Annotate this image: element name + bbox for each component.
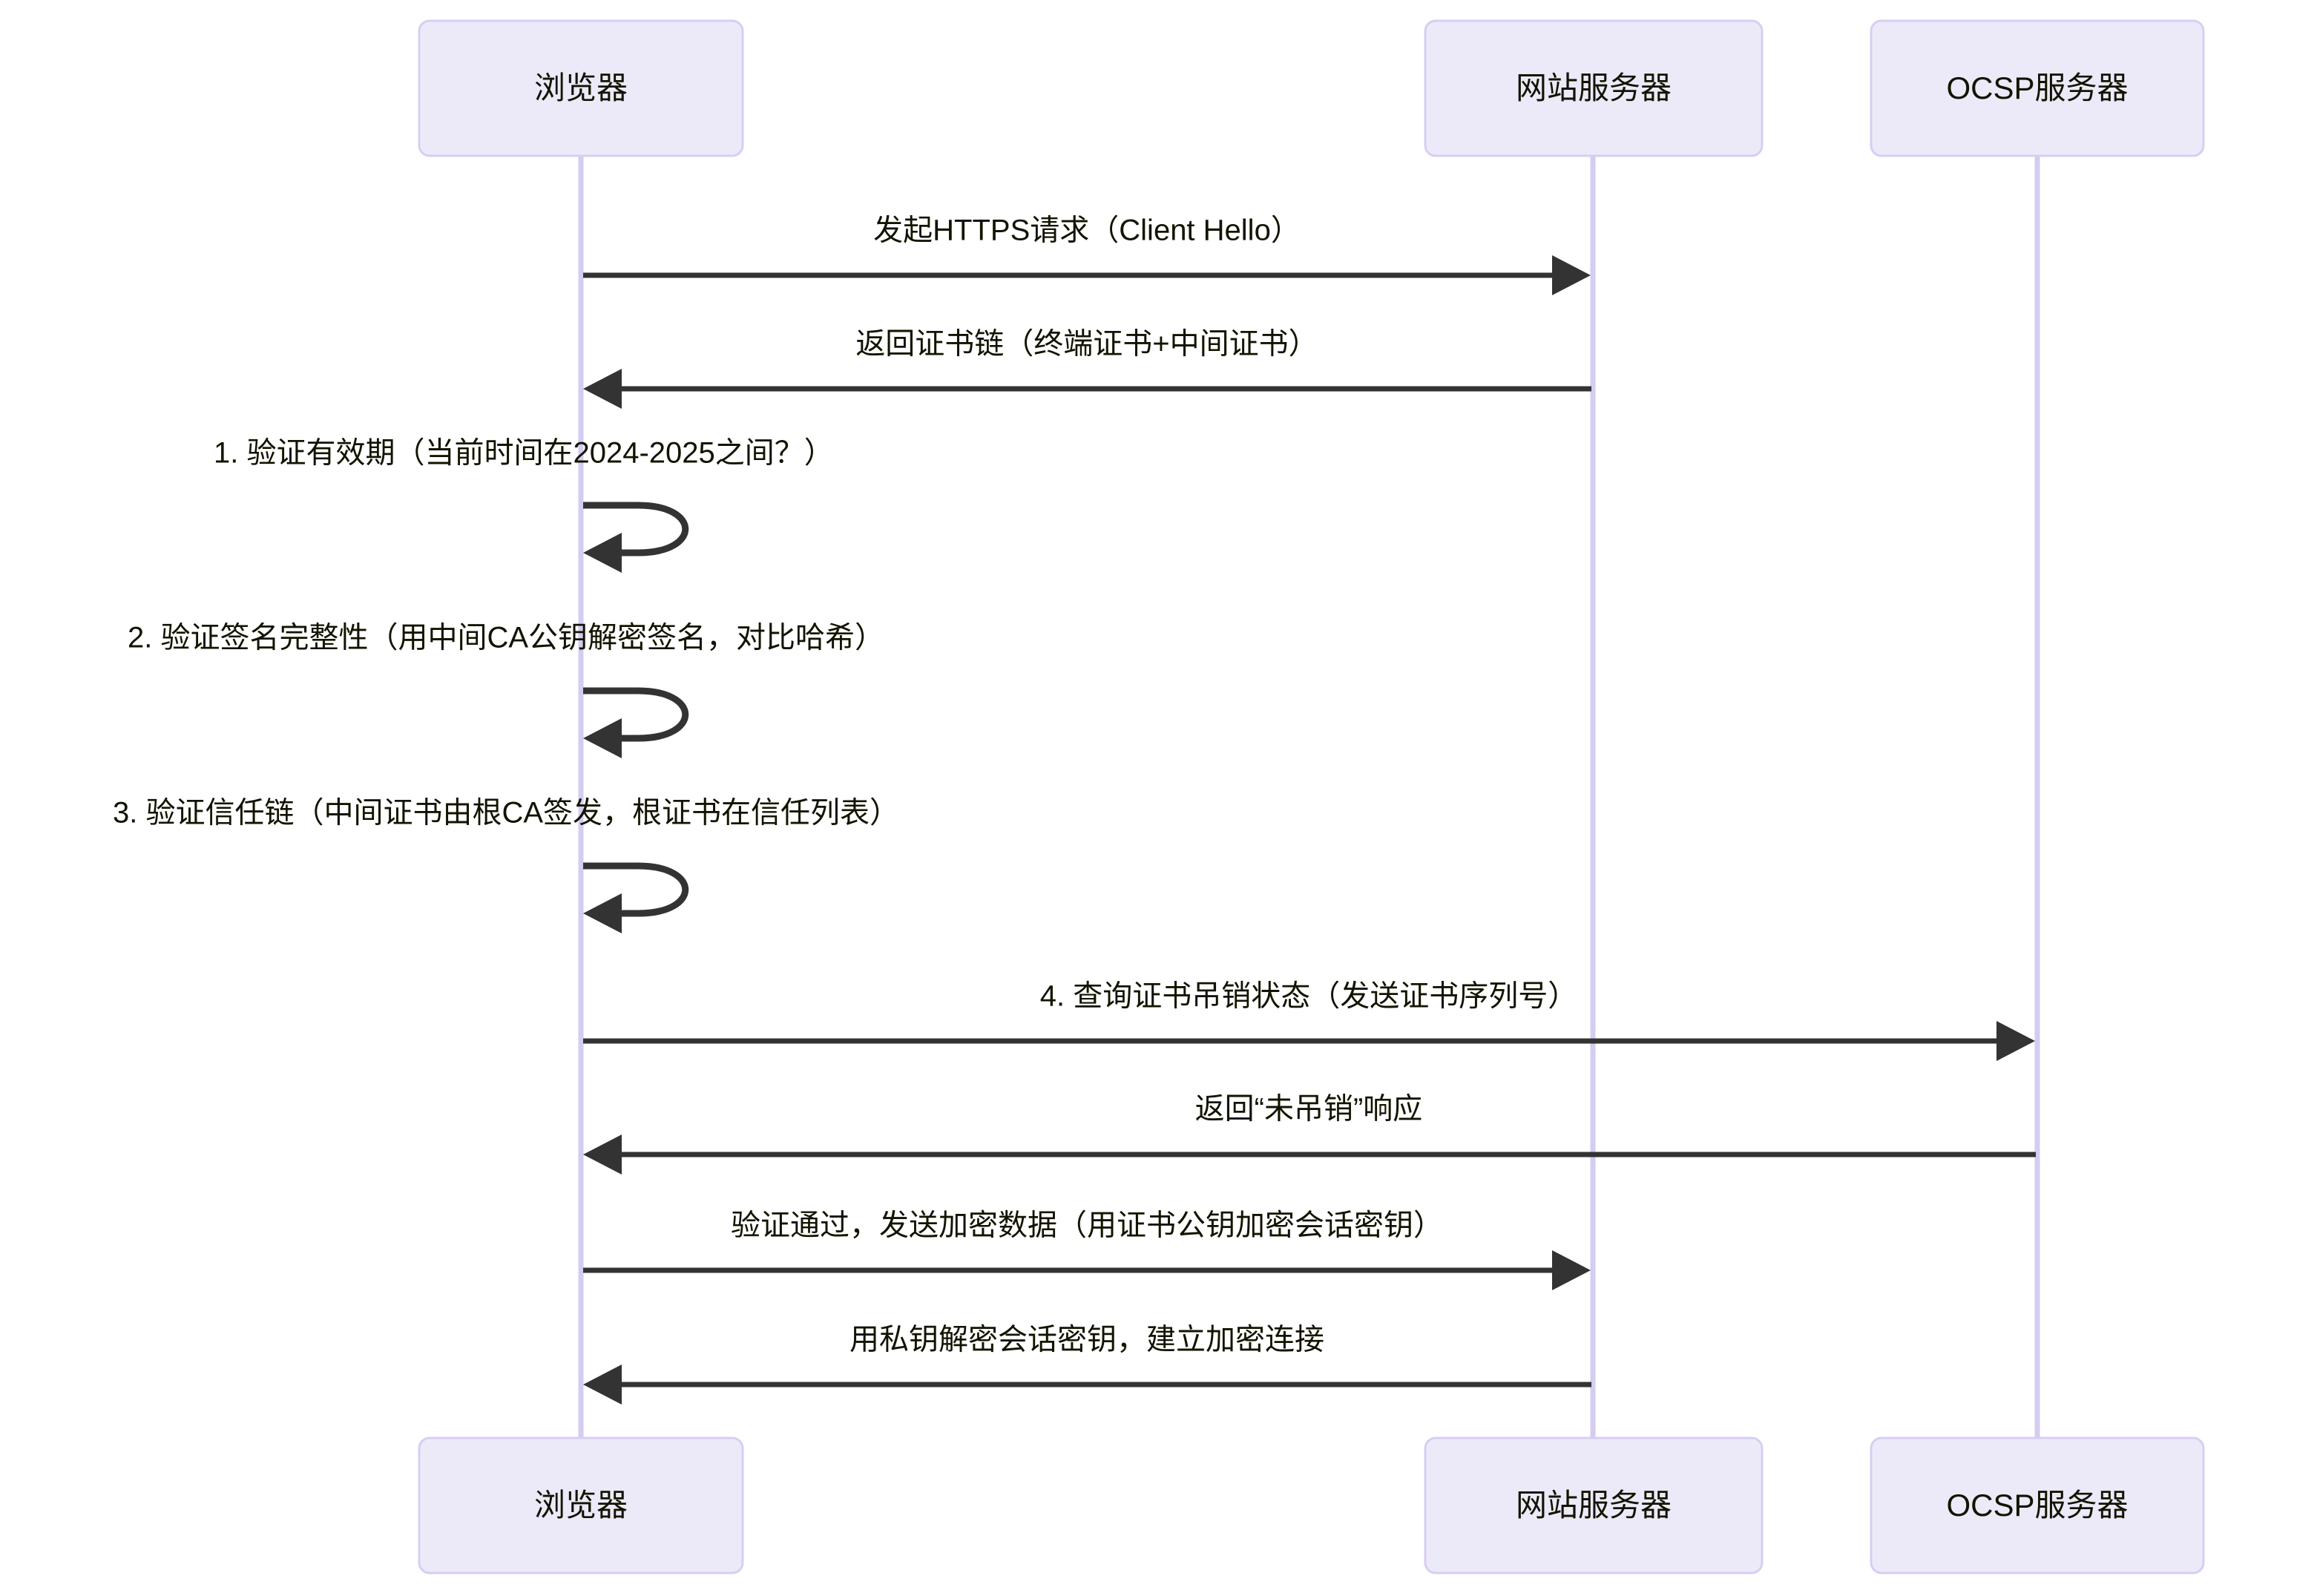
participant-top-browser[interactable]: 浏览器 bbox=[418, 19, 744, 157]
participant-bottom-browser[interactable]: 浏览器 bbox=[418, 1436, 744, 1574]
message-6-label: 4. 查询证书吊销状态（发送证书序列号） bbox=[1040, 980, 1577, 1013]
participants-bottom: 浏览器 网站服务器 OCSP服务器 bbox=[418, 1436, 2205, 1574]
participant-top-web-server[interactable]: 网站服务器 bbox=[1424, 19, 1764, 157]
participant-bottom-ocsp-server[interactable]: OCSP服务器 bbox=[1870, 1436, 2205, 1574]
message-4-loop-path bbox=[583, 687, 689, 742]
message-5-self-loop-trust-chain[interactable]: 3. 验证信任链（中间证书由根CA签发，根证书在信任列表） bbox=[113, 797, 899, 933]
message-7-label: 返回“未吊销”响应 bbox=[1195, 1093, 1423, 1126]
message-5-arrowhead-left bbox=[583, 893, 622, 933]
message-4-arrowhead-left bbox=[583, 718, 622, 758]
participant-label-browser-top: 浏览器 bbox=[534, 70, 628, 105]
message-1-https-request[interactable]: 发起HTTPS请求（Client Hello） bbox=[583, 214, 1591, 295]
participant-label-web-server-top: 网站服务器 bbox=[1516, 70, 1672, 105]
message-3-loop-path bbox=[583, 502, 689, 556]
message-9-arrowhead-left bbox=[583, 1365, 622, 1405]
message-3-arrowhead-left bbox=[583, 533, 622, 573]
participants-top: 浏览器 网站服务器 OCSP服务器 bbox=[418, 19, 2205, 157]
participant-label-browser-bottom: 浏览器 bbox=[534, 1488, 628, 1523]
message-2-certificate-chain[interactable]: 返回证书链（终端证书+中间证书） bbox=[583, 328, 1591, 409]
message-2-label: 返回证书链（终端证书+中间证书） bbox=[855, 328, 1318, 361]
message-7-ocsp-response[interactable]: 返回“未吊销”响应 bbox=[583, 1093, 2036, 1175]
participant-box-web-server-bottom[interactable] bbox=[1424, 1436, 1764, 1574]
participant-box-ocsp-server-bottom[interactable] bbox=[1870, 1436, 2205, 1574]
message-2-arrowhead-left bbox=[583, 369, 622, 409]
participant-top-ocsp-server[interactable]: OCSP服务器 bbox=[1870, 19, 2205, 157]
message-4-label: 2. 验证签名完整性（用中间CA公钥解密签名，对比哈希） bbox=[128, 622, 884, 654]
message-3-label: 1. 验证有效期（当前时间在2024-2025之间？） bbox=[214, 437, 834, 470]
participant-box-browser-bottom[interactable] bbox=[418, 1436, 744, 1574]
message-8-send-encrypted-data[interactable]: 验证通过，发送加密数据（用证书公钥加密会话密钥） bbox=[583, 1209, 1591, 1290]
message-1-arrowhead-right bbox=[1552, 255, 1591, 295]
participant-label-web-server-bottom: 网站服务器 bbox=[1516, 1488, 1672, 1523]
message-1-label: 发起HTTPS请求（Client Hello） bbox=[873, 214, 1301, 247]
message-8-arrowhead-right bbox=[1552, 1250, 1591, 1290]
message-5-loop-path bbox=[583, 862, 689, 917]
message-7-arrowhead-left bbox=[583, 1134, 622, 1175]
participant-bottom-web-server[interactable]: 网站服务器 bbox=[1424, 1436, 1764, 1574]
message-9-label: 用私钥解密会话密钥，建立加密连接 bbox=[849, 1324, 1324, 1356]
message-6-arrowhead-right bbox=[1996, 1021, 2035, 1061]
participant-box-ocsp-server-top[interactable] bbox=[1870, 19, 2205, 157]
lifelines-group bbox=[578, 156, 2040, 1438]
message-4-self-loop-signature[interactable]: 2. 验证签名完整性（用中间CA公钥解密签名，对比哈希） bbox=[128, 622, 884, 758]
participant-box-browser-top[interactable] bbox=[418, 19, 744, 157]
message-5-label: 3. 验证信任链（中间证书由根CA签发，根证书在信任列表） bbox=[113, 797, 899, 830]
participant-label-ocsp-server-bottom: OCSP服务器 bbox=[1946, 1488, 2128, 1523]
message-6-ocsp-query[interactable]: 4. 查询证书吊销状态（发送证书序列号） bbox=[583, 980, 2035, 1061]
message-8-label: 验证通过，发送加密数据（用证书公钥加密会话密钥） bbox=[731, 1209, 1443, 1242]
message-3-self-loop-validity[interactable]: 1. 验证有效期（当前时间在2024-2025之间？） bbox=[214, 437, 834, 573]
participant-label-ocsp-server-top: OCSP服务器 bbox=[1946, 70, 2128, 105]
participant-box-web-server-top[interactable] bbox=[1424, 19, 1764, 157]
message-9-establish-secure-connection[interactable]: 用私钥解密会话密钥，建立加密连接 bbox=[583, 1324, 1591, 1405]
